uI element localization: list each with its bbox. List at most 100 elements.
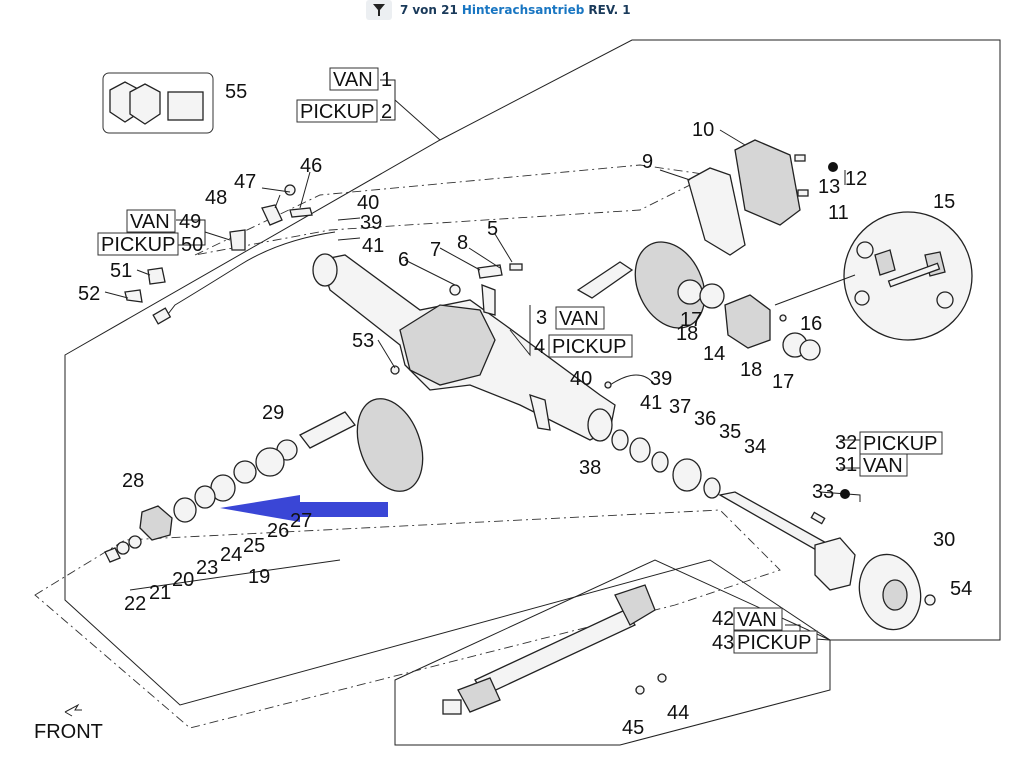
callout-31[interactable]: 31 [835, 454, 857, 476]
callout-38[interactable]: 38 [579, 457, 601, 479]
seal-24 [194, 485, 216, 509]
inner-dashed-boundary [34, 509, 781, 729]
callout-17b[interactable]: 17 [772, 371, 794, 393]
callout-9[interactable]: 9 [642, 151, 653, 173]
axle-flange-right [587, 408, 613, 442]
callout-46[interactable]: 46 [300, 155, 322, 177]
bearing-35 [672, 458, 702, 492]
callout-20[interactable]: 20 [172, 569, 194, 591]
callout-32[interactable]: 32 [835, 432, 857, 454]
callout-33[interactable]: 33 [812, 481, 834, 503]
callout-28[interactable]: 28 [122, 470, 144, 492]
callout-11[interactable]: 11 [828, 202, 849, 224]
callout-15[interactable]: 15 [933, 191, 955, 213]
callout-50[interactable]: 50 [181, 234, 203, 256]
callout-18a[interactable]: 18 [676, 323, 698, 345]
callout-29[interactable]: 29 [262, 402, 284, 424]
lubrication-dot-12 [828, 162, 838, 172]
callout-13[interactable]: 13 [818, 176, 840, 198]
bracket-49 [229, 229, 246, 251]
nut-54 [924, 594, 936, 606]
callout-16[interactable]: 16 [800, 313, 822, 335]
spacer-26 [233, 460, 257, 484]
nut-22 [104, 547, 121, 563]
callout-45[interactable]: 45 [622, 717, 644, 739]
callout-54[interactable]: 54 [950, 578, 972, 600]
callout-41a[interactable]: 41 [362, 235, 384, 257]
callout-12[interactable]: 12 [845, 168, 867, 190]
plug-53 [390, 365, 400, 375]
bearing-race-17 [677, 279, 703, 305]
filter-button[interactable] [366, 0, 392, 20]
callout-18b[interactable]: 18 [740, 359, 762, 381]
callout-51[interactable]: 51 [110, 260, 132, 282]
cable-end [152, 307, 172, 325]
callout-35[interactable]: 35 [719, 421, 741, 443]
callout-44[interactable]: 44 [667, 702, 689, 724]
callout-52[interactable]: 52 [78, 283, 100, 305]
variant-van-42: VAN [737, 609, 777, 631]
washer-21 [116, 541, 130, 555]
variant-van-3: VAN [559, 308, 599, 330]
bolt-45 [635, 685, 645, 695]
page-current: 7 [400, 3, 409, 17]
cover-10 [734, 139, 801, 226]
front-arrow-icon [64, 703, 82, 717]
callout-27[interactable]: 27 [290, 510, 312, 532]
callout-21[interactable]: 21 [149, 582, 171, 604]
callout-24[interactable]: 24 [220, 544, 242, 566]
callout-3[interactable]: 3 [536, 307, 547, 329]
callout-30[interactable]: 30 [933, 529, 955, 551]
bolt-11 [797, 189, 809, 197]
callout-4[interactable]: 4 [534, 336, 545, 358]
bearing-18 [699, 283, 725, 309]
callout-49[interactable]: 49 [179, 211, 201, 233]
callout-48[interactable]: 48 [205, 187, 227, 209]
callout-41b[interactable]: 41 [640, 392, 662, 414]
hub-flange [814, 537, 856, 591]
callout-42[interactable]: 42 [712, 608, 734, 630]
callout-19[interactable]: 19 [248, 566, 270, 588]
callout-40b[interactable]: 40 [570, 368, 592, 390]
shaft-boundary [394, 559, 831, 746]
leader-lines [104, 79, 861, 651]
callout-17a[interactable]: 17 [680, 309, 702, 331]
variant-box-van-42 [733, 607, 783, 631]
callout-2[interactable]: 2 [381, 101, 392, 123]
callout-23[interactable]: 23 [196, 557, 218, 579]
callout-7[interactable]: 7 [430, 239, 441, 261]
callout-39a[interactable]: 39 [360, 212, 382, 234]
pinion-shaft [299, 411, 356, 449]
callout-22[interactable]: 22 [124, 593, 146, 615]
variant-box-pickup-2 [296, 99, 378, 123]
callout-6[interactable]: 6 [398, 249, 409, 271]
callout-40a[interactable]: 40 [357, 192, 379, 214]
callout-53[interactable]: 53 [352, 330, 374, 352]
seal-34 [703, 477, 721, 499]
axle-flange-left [312, 253, 338, 287]
callout-5[interactable]: 5 [487, 218, 498, 240]
page-separator: von 21 [412, 3, 458, 17]
callout-1[interactable]: 1 [381, 69, 392, 91]
variant-box-van-49 [126, 209, 176, 233]
callout-39b[interactable]: 39 [650, 368, 672, 390]
spacer-36 [651, 451, 669, 473]
sealant-icon [167, 91, 204, 121]
callout-37[interactable]: 37 [669, 396, 691, 418]
callout-10[interactable]: 10 [692, 119, 714, 141]
gasket-icon [129, 83, 161, 125]
diff-case-14 [724, 294, 771, 349]
callout-8[interactable]: 8 [457, 232, 468, 254]
ring-gear [356, 398, 424, 492]
callout-47[interactable]: 47 [234, 171, 256, 193]
callout-55[interactable]: 55 [225, 81, 247, 103]
page-title-link[interactable]: Hinterachsantrieb [461, 3, 585, 17]
callout-14[interactable]: 14 [703, 343, 725, 365]
callout-26[interactable]: 26 [267, 520, 289, 542]
callout-43[interactable]: 43 [712, 632, 734, 654]
callout-36[interactable]: 36 [694, 408, 716, 430]
thrust-washer [856, 241, 874, 259]
callout-25[interactable]: 25 [243, 535, 265, 557]
callout-34[interactable]: 34 [744, 436, 766, 458]
